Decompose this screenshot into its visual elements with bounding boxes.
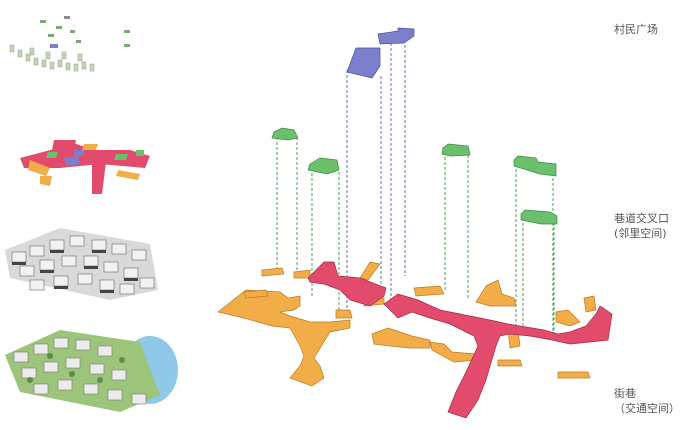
dashed-links-green <box>276 137 555 342</box>
thumbnail-street-layer <box>20 140 150 194</box>
thumbnail-rendered-model <box>5 330 178 412</box>
label-street-alley: 街巷 （交通空间） <box>614 386 680 416</box>
plaza-shape <box>377 27 415 45</box>
intersection-node <box>513 155 557 177</box>
dashed-links-blue <box>346 40 406 316</box>
label-alley-intersection: 巷道交叉口 (邻里空间) <box>614 211 669 241</box>
label-text: 巷道交叉口 <box>614 212 669 225</box>
street-layer <box>217 261 613 419</box>
label-text: 村民广场 <box>614 23 658 36</box>
intersection-node <box>271 127 299 141</box>
intersection-node <box>520 209 558 225</box>
intersection-node <box>307 157 340 175</box>
alleys <box>217 261 597 387</box>
plaza-layer <box>346 27 415 79</box>
label-subtext: (邻里空间) <box>614 227 667 240</box>
thumbnail-plaza-layer <box>9 16 130 72</box>
main-streets <box>307 261 613 419</box>
intersection-node <box>441 143 471 157</box>
label-text: 街巷 <box>614 387 636 400</box>
intersection-layer <box>271 127 558 225</box>
label-subtext: （交通空间） <box>614 402 680 415</box>
label-village-plaza: 村民广场 <box>614 22 658 37</box>
thumbnail-building-model <box>5 228 158 300</box>
plaza-shape <box>346 47 381 79</box>
